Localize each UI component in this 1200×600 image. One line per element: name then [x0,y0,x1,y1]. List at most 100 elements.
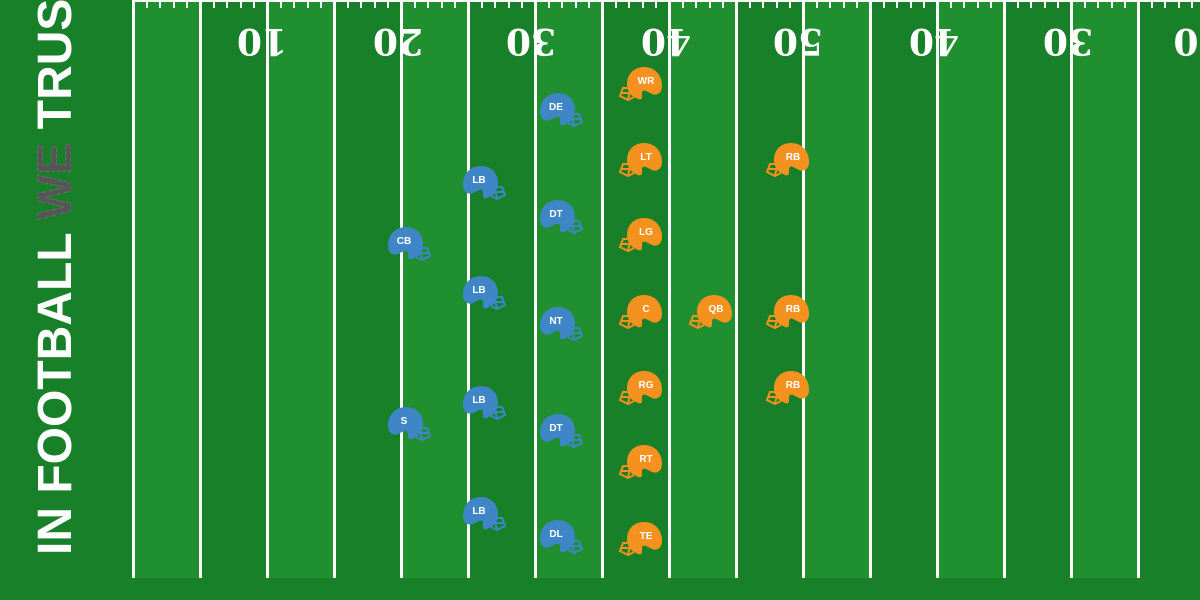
player-helmet[interactable]: NT [538,306,590,346]
hash-mark [320,0,322,8]
hash-mark [1191,0,1193,8]
yard-line [1137,0,1140,578]
position-label: LT [640,152,652,163]
hash-mark [159,0,161,8]
field-stripe [870,0,937,600]
player-helmet[interactable]: QB [682,294,734,334]
position-label: LB [472,175,486,186]
player-helmet[interactable]: RG [612,370,664,410]
position-label: DL [549,529,563,540]
field-stripe [1071,0,1138,600]
player-helmet[interactable]: RB [759,370,811,410]
end-zone: IN FOOTBALL WE TRUST [0,0,133,600]
yard-number: 40 [640,20,692,62]
yard-line [534,0,537,578]
yard-line [199,0,202,578]
hash-mark [843,0,845,8]
yard-line [601,0,604,578]
hash-mark [1111,0,1113,8]
field-stripe [937,0,1004,600]
field-stripe [133,0,200,600]
player-helmet[interactable]: RT [612,444,664,484]
hash-mark [334,0,336,8]
helmet-icon [612,217,664,257]
hash-mark [749,0,751,8]
hash-mark [240,0,242,8]
yard-line [668,0,671,578]
helmet-icon [612,142,664,182]
position-label: RT [639,454,653,465]
hash-mark [709,0,711,8]
slogan-part-2: TRUST [29,0,82,143]
yard-line [735,0,738,578]
field-stripe [267,0,334,600]
hash-mark [1097,0,1099,8]
hash-mark [494,0,496,8]
hash-mark [628,0,630,8]
hash-mark [575,0,577,8]
yard-line [400,0,403,578]
hash-mark [1178,0,1180,8]
player-helmet[interactable]: LT [612,142,664,182]
hash-mark [173,0,175,8]
hash-mark [602,0,604,8]
player-helmet[interactable]: RB [759,294,811,334]
hash-mark [280,0,282,8]
position-label: RB [785,380,801,391]
hash-mark [682,0,684,8]
player-helmet[interactable]: LB [461,496,513,536]
hash-mark [789,0,791,8]
helmet-icon [612,521,664,561]
sideline-band [133,578,1200,600]
hash-mark [776,0,778,8]
hash-mark [1124,0,1126,8]
hash-mark [977,0,979,8]
player-helmet[interactable]: DE [538,92,590,132]
helmet-icon [612,370,664,410]
player-helmet[interactable]: LB [461,165,513,205]
position-label: RB [785,304,801,315]
helmet-icon [759,294,811,334]
hash-mark [548,0,550,8]
position-label: RG [638,380,654,391]
yard-line [869,0,872,578]
hash-mark [186,0,188,8]
hash-mark [508,0,510,8]
yard-number: 30 [505,20,557,62]
hash-mark [655,0,657,8]
hash-mark [615,0,617,8]
field-stripe [803,0,870,600]
hash-mark [1138,0,1140,8]
player-helmet[interactable]: S [386,406,438,446]
player-helmet[interactable]: DL [538,519,590,559]
hash-mark [883,0,885,8]
hash-mark [870,0,872,8]
player-helmet[interactable]: DT [538,413,590,453]
hash-mark [1004,0,1006,8]
hash-mark [521,0,523,8]
player-helmet[interactable]: LB [461,275,513,315]
yard-line [333,0,336,578]
player-helmet[interactable]: RB [759,142,811,182]
player-helmet[interactable]: LG [612,217,664,257]
player-helmet[interactable]: LB [461,385,513,425]
yard-number: 50 [772,20,824,62]
player-helmet[interactable]: TE [612,521,664,561]
player-helmet[interactable]: CB [386,226,438,266]
hash-mark [588,0,590,8]
hash-mark [481,0,483,8]
field-stripe [1004,0,1071,600]
player-helmet[interactable]: WR [612,66,664,106]
slogan-highlight: WE [29,142,82,220]
player-helmet[interactable]: DT [538,199,590,239]
hash-mark [441,0,443,8]
yard-number: 20 [372,20,424,62]
hash-mark [1084,0,1086,8]
helmet-icon [612,66,664,106]
position-label: LG [639,227,653,238]
hash-mark [816,0,818,8]
hash-mark [387,0,389,8]
player-helmet[interactable]: C [612,294,664,334]
hash-mark [722,0,724,8]
